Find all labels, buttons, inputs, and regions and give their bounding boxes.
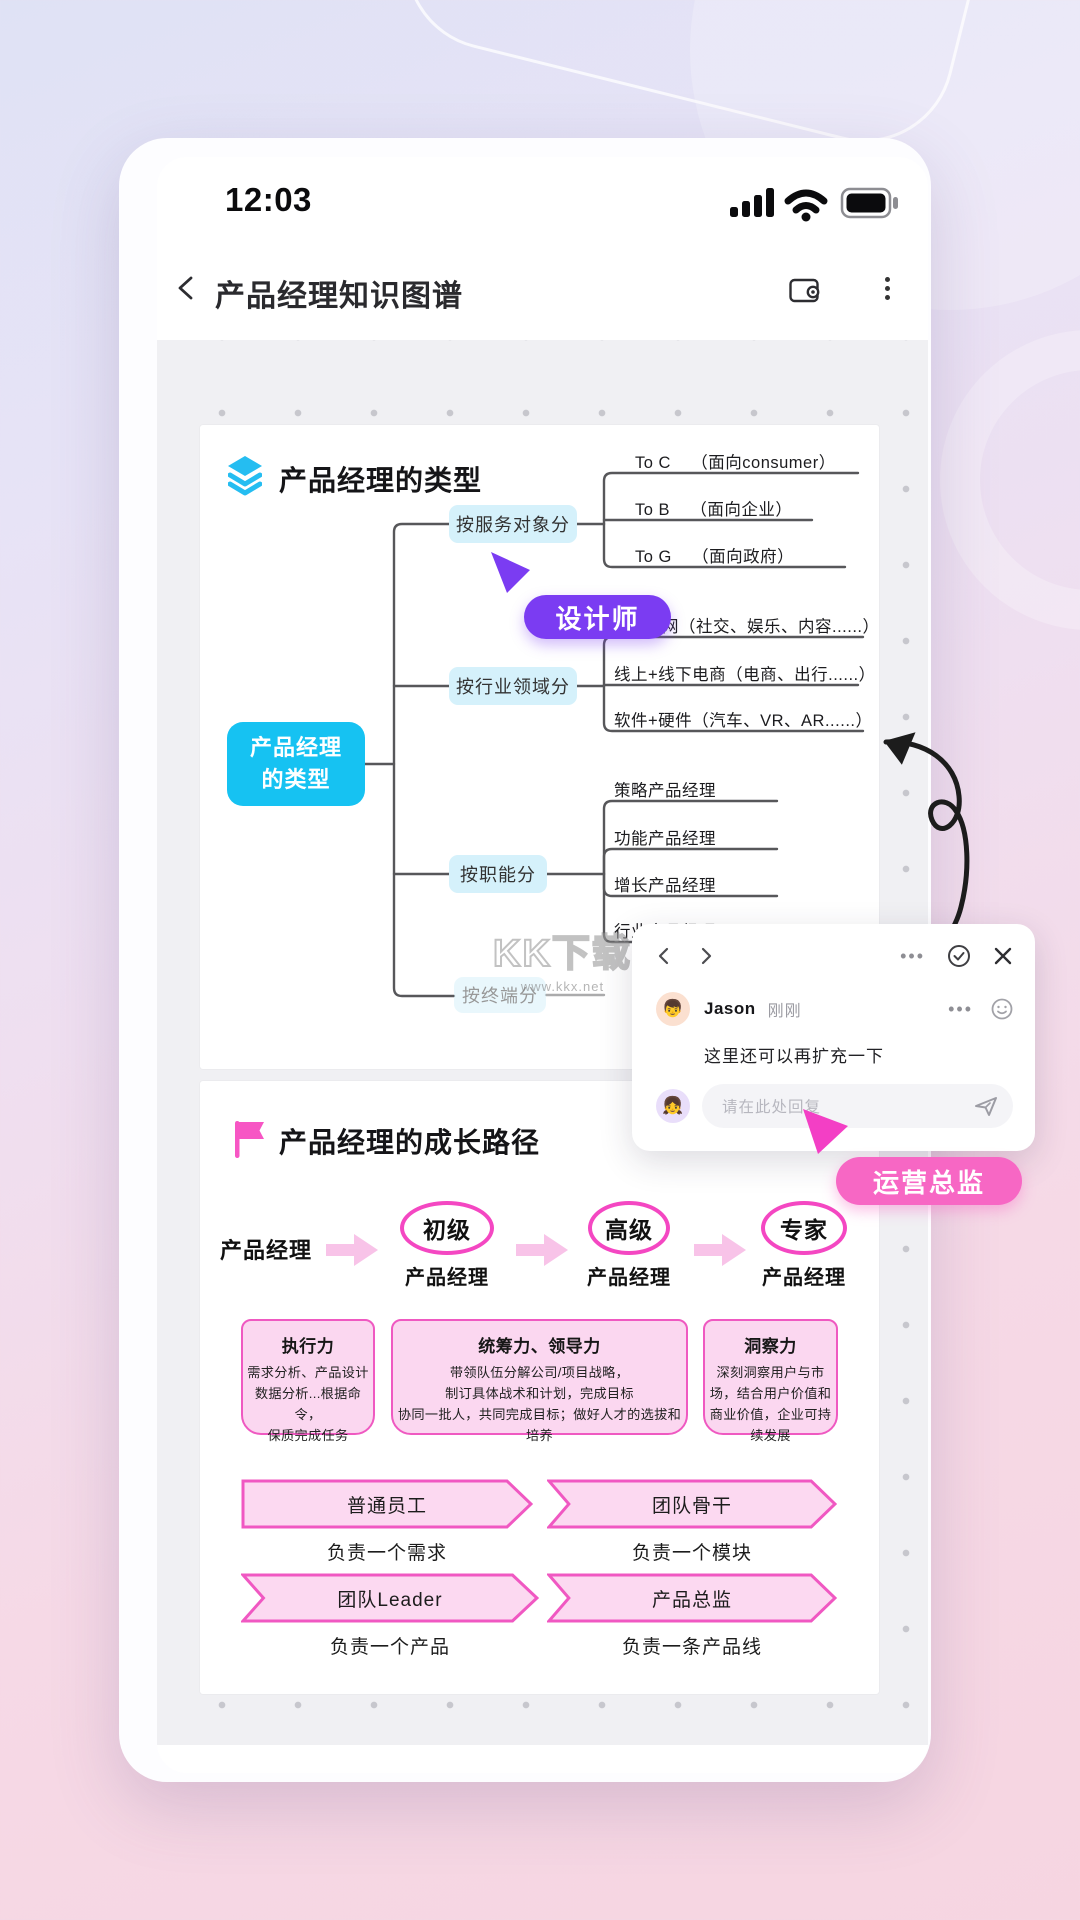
- section-growth-path[interactable]: 产品经理的成长路径 产品经理 初级 高级 专家 产品经理 产品经理 产品经理 执…: [200, 1081, 879, 1694]
- designer-cursor-icon: [491, 552, 530, 593]
- hand-drawn-arrow: [883, 732, 970, 929]
- leaf-software-hardware[interactable]: 软件+硬件（汽车、VR、AR......）: [614, 712, 873, 730]
- banner-caption: 负责一条产品线: [621, 1637, 762, 1658]
- capability-box-leadership[interactable]: 统筹力、领导力 带领队伍分解公司/项目战略， 制订具体战术和计划，完成目标 协同…: [391, 1319, 688, 1443]
- branch-by-function[interactable]: 按职能分: [449, 855, 547, 893]
- wifi-icon: [784, 189, 828, 214]
- comment-popup: ••• 👦 Jason 刚刚 ••• 这里还可以再扩充一下 👧 请在此处回复: [632, 924, 1035, 1151]
- close-icon[interactable]: [993, 946, 1013, 966]
- watermark: KK下载 www.kkx.net: [492, 932, 632, 994]
- author-avatar: 👦: [656, 992, 690, 1026]
- flag-icon: [235, 1121, 264, 1158]
- resolve-icon[interactable]: [947, 944, 971, 968]
- leaf-function-pm[interactable]: 功能产品经理: [614, 830, 716, 848]
- map-locate-icon[interactable]: [789, 277, 823, 305]
- signal-icon: [730, 188, 774, 217]
- leaf-ecommerce[interactable]: 线上+线下电商（电商、出行......）: [614, 666, 876, 684]
- leaf-internet[interactable]: 互联网（社交、娱乐、内容......）: [628, 618, 880, 636]
- banner-team-leader[interactable]: 团队Leader: [241, 1573, 539, 1623]
- status-time: 12:03: [225, 181, 312, 218]
- leaf-to-g[interactable]: To G （面向政府）: [635, 548, 795, 566]
- arrow-right-icon: [516, 1234, 568, 1266]
- comment-author: Jason: [704, 999, 756, 1018]
- leaf-to-c[interactable]: To C （面向consumer）: [635, 454, 836, 472]
- send-icon[interactable]: [973, 1094, 999, 1118]
- page-title: 产品经理知识图谱: [215, 280, 463, 313]
- prev-comment-icon[interactable]: [656, 947, 672, 965]
- capability-box-insight[interactable]: 洞察力 深刻洞察用户与市 场，结合用户价值和 商业价值，企业可持 续发展: [703, 1319, 838, 1443]
- branch-by-service-target[interactable]: 按服务对象分: [449, 505, 577, 543]
- branch-by-industry[interactable]: 按行业领域分: [449, 667, 577, 705]
- reply-input[interactable]: 请在此处回复: [702, 1084, 1013, 1128]
- next-comment-icon[interactable]: [698, 947, 714, 965]
- comment-time: 刚刚: [767, 1003, 802, 1020]
- layers-icon: [228, 456, 262, 496]
- stage-label: 产品经理: [762, 1267, 846, 1289]
- growth-start-label[interactable]: 产品经理: [219, 1238, 312, 1263]
- arrow-right-icon: [694, 1234, 746, 1266]
- banner-product-director[interactable]: 产品总监: [547, 1573, 837, 1623]
- section-title: 产品经理的成长路径: [279, 1127, 541, 1158]
- leaf-to-b[interactable]: To B （面向企业）: [635, 501, 793, 519]
- popup-more-icon[interactable]: •••: [900, 945, 925, 966]
- stage-label: 产品经理: [405, 1267, 489, 1289]
- reaction-icon[interactable]: [991, 998, 1013, 1020]
- back-icon[interactable]: [173, 275, 199, 301]
- mindmap-root-node[interactable]: 产品经理 的类型: [227, 722, 365, 806]
- more-menu-icon[interactable]: [883, 273, 891, 305]
- arrow-right-icon: [326, 1234, 378, 1266]
- branch-by-terminal[interactable]: 按终端分: [454, 977, 546, 1013]
- ops-cursor-label: 运营总监: [836, 1157, 1022, 1205]
- stage-oval-expert[interactable]: 专家: [761, 1201, 847, 1255]
- reply-avatar: 👧: [656, 1089, 690, 1123]
- comment-text: 这里还可以再扩充一下: [704, 1047, 884, 1066]
- stage-oval-junior[interactable]: 初级: [400, 1201, 494, 1255]
- section-title: 产品经理的类型: [279, 465, 483, 496]
- ops-cursor-icon: [803, 1109, 848, 1154]
- status-icons: [730, 187, 898, 222]
- stage-oval-senior[interactable]: 高级: [588, 1201, 670, 1255]
- battery-icon: [840, 187, 898, 219]
- background-shape: [940, 330, 1080, 630]
- leaf-growth-pm[interactable]: 增长产品经理: [614, 877, 716, 895]
- designer-cursor-label: 设计师: [524, 595, 671, 639]
- banner-team-backbone[interactable]: 团队骨干: [547, 1479, 837, 1529]
- mindmap-connectors: [363, 471, 865, 998]
- capability-box-execution[interactable]: 执行力 需求分析、产品设计 数据分析...根据命令， 保质完成任务: [241, 1319, 375, 1443]
- banner-regular-staff[interactable]: 普通员工: [241, 1479, 533, 1529]
- banner-caption: 负责一个模块: [631, 1543, 752, 1564]
- comment-more-icon[interactable]: •••: [948, 998, 973, 1019]
- banner-caption: 负责一个产品: [329, 1637, 450, 1658]
- stage-label: 产品经理: [587, 1267, 671, 1289]
- reply-placeholder: 请在此处回复: [722, 1099, 822, 1116]
- leaf-strategy-pm[interactable]: 策略产品经理: [614, 782, 716, 800]
- banner-caption: 负责一个需求: [326, 1543, 447, 1564]
